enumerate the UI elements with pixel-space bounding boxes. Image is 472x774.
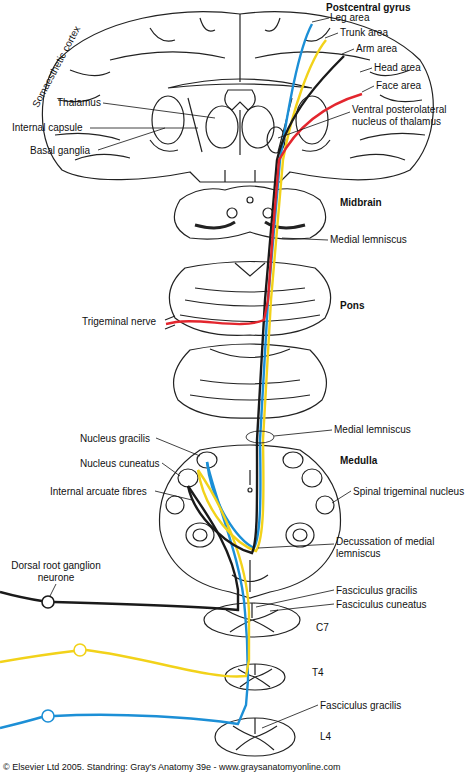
structure-label: Internal arcuate fibres (50, 486, 147, 498)
medulla-section (166, 496, 184, 514)
cerebrum-section (239, 110, 240, 155)
cerebrum-section (42, 12, 433, 182)
cerebrum-section (242, 106, 274, 148)
medulla-section (302, 469, 322, 487)
area-label: Trunk area (340, 27, 388, 39)
section-heading: Medulla (340, 455, 377, 467)
sensory-pathway-blue (42, 710, 54, 722)
sensory-pathway-yellow (198, 40, 326, 551)
leader-line (50, 18, 374, 728)
section-heading: Midbrain (340, 197, 382, 209)
medulla-section (193, 529, 207, 541)
sensory-pathway-yellow (0, 651, 74, 662)
cerebrum-section (110, 52, 370, 60)
midbrain-section (195, 222, 305, 228)
medulla-section (160, 445, 341, 598)
medulla-section (293, 529, 307, 541)
structure-label: Basal ganglia (30, 145, 90, 157)
sensory-pathway-blue (0, 717, 42, 728)
area-label: Arm area (356, 43, 397, 55)
sensory-pathway-black (54, 486, 238, 610)
midbrain-section (247, 197, 253, 203)
segment-label: L4 (320, 731, 331, 743)
area-label: Face area (376, 80, 421, 92)
medulla-section (249, 470, 250, 592)
lower-pons-section (174, 344, 327, 418)
structure-label: Medial lemniscus (330, 234, 407, 246)
cerebrum-section (150, 140, 330, 151)
sensory-pathway-black (42, 596, 54, 608)
medulla-section (316, 496, 334, 514)
leader-line (282, 238, 328, 240)
pons-section (235, 263, 265, 276)
region-heading: Postcentral gyrus (326, 2, 410, 14)
lower-pons-section (190, 380, 310, 400)
leader-line (246, 431, 274, 443)
structure-label: Dorsal root ganglion neurone (8, 560, 104, 583)
structure-label: Fasciculus cuneatus (336, 599, 427, 611)
lower-pons-section (210, 349, 290, 358)
cerebrum-section (225, 170, 255, 182)
cerebrum-section (152, 96, 184, 144)
structure-label: Fasciculus gracilis (320, 700, 401, 712)
structure-label: Thalamus (57, 97, 101, 109)
segment-label: T4 (312, 667, 324, 679)
cerebrum-section (150, 18, 330, 41)
sensory-pathway-blue (0, 24, 312, 728)
medulla-section (248, 488, 252, 492)
spinal-cord-section (215, 718, 295, 756)
structure-label: Fasciculus gracilis (336, 585, 417, 597)
midbrain-section (174, 186, 325, 239)
leader-line (274, 430, 332, 436)
midbrain-section (227, 208, 237, 218)
cerebrum-section (225, 90, 255, 110)
structure-label: Decussation of medial lemniscus (336, 536, 466, 559)
midbrain-section (174, 186, 325, 239)
leader-line (50, 584, 56, 596)
area-label: Leg area (330, 12, 369, 24)
cerebrum-section (239, 14, 240, 82)
copyright-note: © Elsevier Ltd 2005. Standring: Gray's A… (3, 762, 341, 772)
cerebrum-section (188, 98, 292, 152)
structure-label: Trigeminal nerve (82, 316, 156, 328)
sensory-pathway-red (166, 94, 362, 324)
medulla-section (178, 469, 198, 487)
sensory-pathway-red (166, 94, 362, 324)
region-label: Somaesthetic cortex (30, 24, 83, 109)
medulla-section (283, 452, 303, 468)
cerebrum-section (42, 12, 433, 182)
structure-label: Nucleus gracilis (80, 433, 150, 445)
segment-label: C7 (316, 622, 329, 634)
spinal-cord-section (226, 603, 278, 632)
sensory-pathway-black (0, 592, 42, 601)
cerebrum-section (206, 106, 238, 148)
sensory-pathway-yellow (74, 644, 86, 656)
pons-section (180, 288, 320, 322)
spinal-cord-section (204, 603, 300, 756)
section-heading: Pons (340, 300, 364, 312)
leader-line (155, 438, 351, 548)
sensory-pathway-yellow (0, 40, 326, 676)
structure-label: Ventral posterolateral nucleus of thalam… (352, 104, 471, 127)
structure-label: Spinal trigeminal nucleus (353, 486, 464, 498)
lower-pons-section (174, 344, 327, 418)
medulla-section (160, 445, 341, 598)
structure-label: Medial lemniscus (334, 424, 411, 436)
structure-label: Internal capsule (12, 122, 83, 134)
structure-label: Nucleus cuneatus (80, 458, 160, 470)
leader-line (90, 103, 350, 150)
cerebrum-section (168, 79, 312, 88)
area-label: Head area (374, 62, 421, 74)
medulla-section (286, 523, 314, 547)
sensory-pathway-yellow (86, 470, 249, 676)
